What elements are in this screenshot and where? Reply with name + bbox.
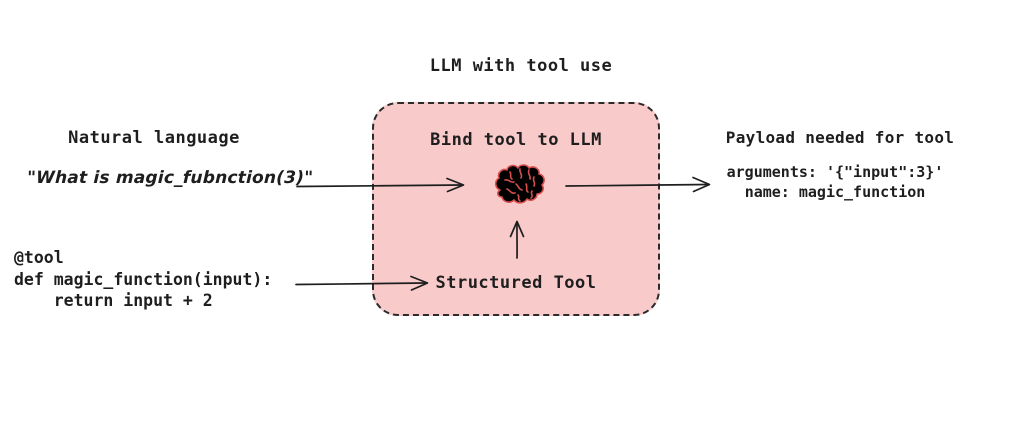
code-line: def magic_function(input): (14, 269, 273, 289)
payload-line: name: magic_function (744, 182, 926, 201)
tool-code-block: @tool def magic_function(input): return … (14, 247, 272, 312)
bind-tool-heading: Bind tool to LLM (430, 130, 602, 150)
brain-icon (490, 162, 550, 210)
code-line: @tool (14, 248, 64, 267)
payload-heading: Payload needed for tool (725, 128, 955, 147)
diagram-title: LLM with tool use (429, 56, 613, 76)
natural-language-quote: "What is magic_fubnction(3)" (26, 168, 314, 188)
structured-tool-label: Structured Tool (435, 273, 597, 293)
payload-block: arguments: '{"input":3}' name: magic_fun… (715, 163, 955, 202)
bind-tool-box: Bind tool to LLM Structured Tool (372, 102, 660, 316)
payload-line: arguments: '{"input":3}' (726, 163, 944, 181)
natural-language-heading: Natural language (68, 128, 240, 148)
code-line: return input + 2 (14, 291, 213, 310)
